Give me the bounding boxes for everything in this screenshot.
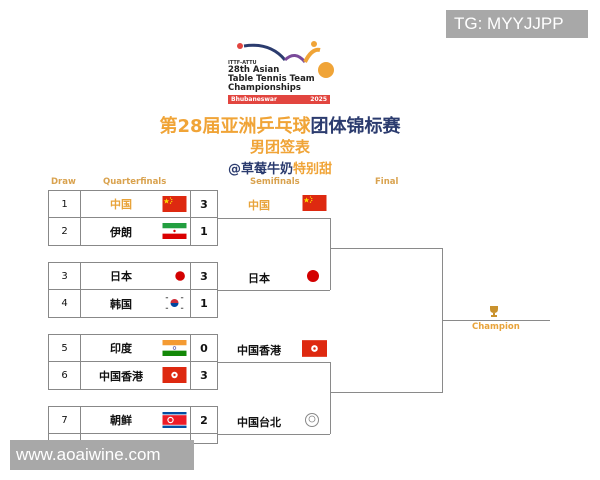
draw-number: 5 [49, 335, 81, 361]
team-name: 伊朗 [110, 225, 132, 239]
logo-city: Bhubaneswar [231, 96, 277, 103]
title-part1: 第28届亚洲乒乓球 [159, 116, 311, 137]
team-score [191, 434, 217, 443]
team-name: 日本 [110, 270, 132, 283]
qf-row-5: 5 印度 0 [48, 334, 218, 362]
team-name: 中国香港 [99, 369, 143, 383]
draw-number: 7 [49, 407, 81, 433]
logo-year: 2025 [310, 96, 327, 103]
author-part1: @草莓牛奶 [227, 162, 293, 177]
champion-label: Champion [472, 322, 520, 332]
draw-number [49, 434, 81, 443]
team-name: 朝鲜 [110, 414, 132, 427]
logo-line1: 28th Asian [228, 65, 280, 75]
logo-arc-icon [237, 41, 334, 78]
header-semifinals: Semifinals [250, 177, 300, 187]
team-score: 3 [200, 369, 208, 382]
page-subtitle: 男团签表 [249, 138, 310, 156]
draw-number: 2 [49, 218, 81, 245]
sf-team-4: 中国台北 [237, 416, 281, 429]
hongkong-flag-icon [302, 340, 327, 357]
hongkong-flag-icon [162, 367, 187, 383]
event-logo: ITTF-ATTU 28th Asian Table Tennis Team C… [226, 40, 338, 112]
logo-line3: Championships [228, 83, 301, 93]
team-score: 0 [200, 341, 208, 355]
draw-number: 4 [49, 290, 81, 317]
trophy-icon [490, 306, 498, 317]
watermark-bottom: www.aoaiwine.com [10, 440, 194, 470]
header-quarterfinals: Quarterfinals [103, 177, 167, 187]
sf-team-1: 中国 [248, 199, 270, 212]
india-flag-icon [162, 340, 187, 356]
author-part2: 特别甜 [293, 162, 333, 177]
team-score: 3 [200, 269, 208, 283]
team-score: 1 [200, 297, 208, 310]
japan-flag-icon [175, 271, 185, 281]
author-credit: @草莓牛奶特别甜 [0, 158, 560, 177]
sf-team-3: 中国香港 [237, 344, 281, 357]
qf-row-4: 4 韩国 1 [48, 290, 218, 318]
team-score: 1 [200, 225, 208, 238]
qf-row-2: 2 伊朗 1 [48, 218, 218, 246]
header-final: Final [375, 177, 399, 187]
draw-number: 3 [49, 263, 81, 289]
qf-row-3: 3 日本 3 [48, 262, 218, 290]
draw-number: 1 [49, 191, 81, 217]
logo-line2: Table Tennis Team [228, 74, 315, 84]
china-flag-icon [302, 195, 327, 211]
team-name: 印度 [110, 342, 132, 355]
team-name: 中国 [110, 198, 132, 211]
iran-flag-icon [162, 223, 187, 239]
chinese-taipei-flag-icon [305, 413, 319, 427]
draw-number: 6 [49, 362, 81, 389]
team-score: 3 [200, 197, 208, 211]
korea-flag-icon [162, 295, 187, 311]
sf-team-2: 日本 [248, 272, 270, 285]
page-title: 第28届亚洲乒乓球团体锦标赛 [0, 112, 560, 138]
team-score: 2 [200, 413, 208, 427]
japan-flag-icon [307, 270, 319, 282]
team-name: 韩国 [110, 297, 132, 311]
qf-row-7: 7 朝鲜 2 [48, 406, 218, 434]
china-flag-icon [162, 196, 187, 212]
dprk-flag-icon [162, 412, 187, 428]
qf-row-1: 1 中国 3 [48, 190, 218, 218]
qf-row-6: 6 中国香港 3 [48, 362, 218, 390]
header-draw: Draw [51, 177, 76, 187]
logo-org: ITTF-ATTU [228, 60, 257, 66]
watermark-top: TG: MYYJJPP [446, 10, 588, 38]
title-part2: 团体锦标赛 [310, 116, 401, 137]
logo-banner: Bhubaneswar 2025 [228, 95, 330, 104]
